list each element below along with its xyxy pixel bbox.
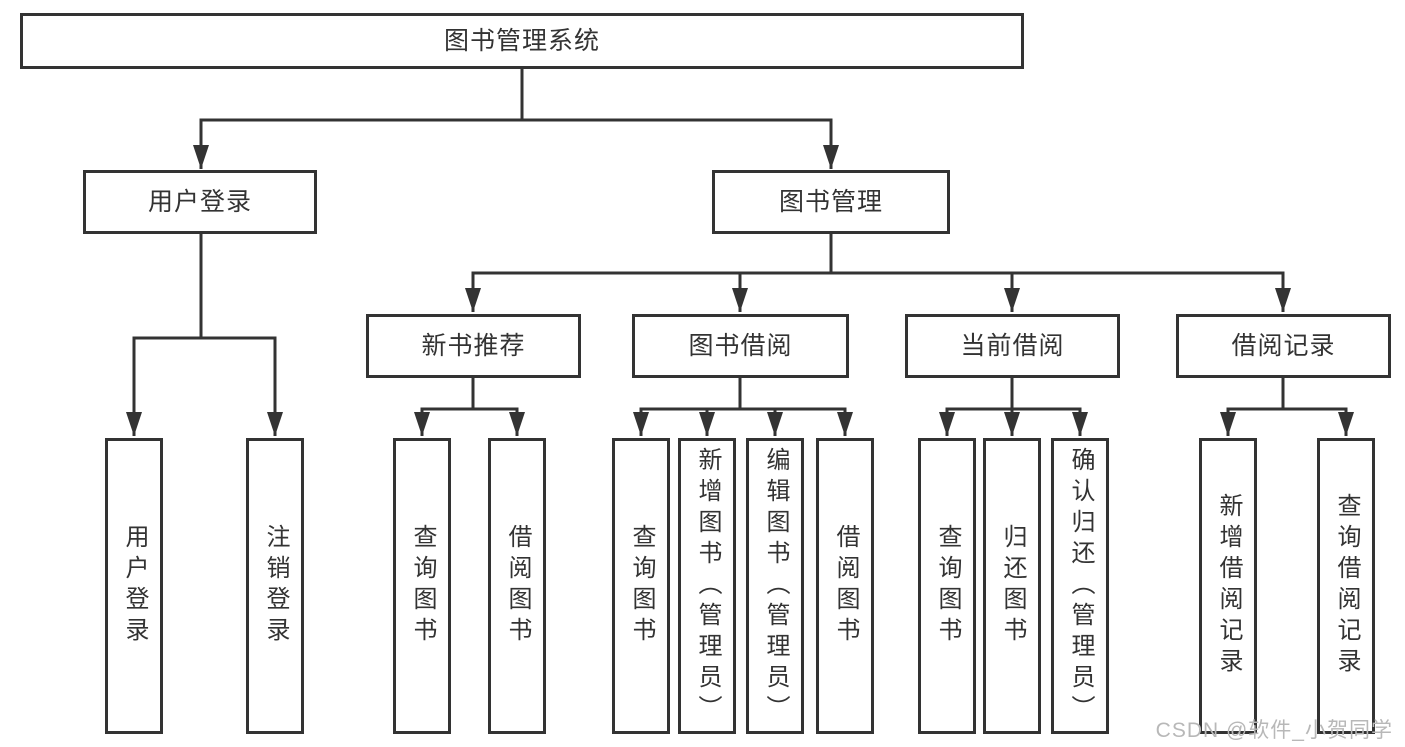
node-label: 确认归还（管理员）: [1067, 446, 1094, 726]
node-root: 图书管理系统: [20, 13, 1024, 69]
leaf-logout: 注销登录: [246, 438, 304, 734]
watermark-text: CSDN @软件_小贺同学: [1155, 719, 1393, 742]
node-current-borrowing: 当前借阅: [905, 314, 1120, 378]
node-new-book-recommend: 新书推荐: [366, 314, 581, 378]
leaf-query-books-recommend: 查询图书: [393, 438, 451, 734]
node-label: 图书管理: [778, 187, 883, 216]
node-book-management: 图书管理: [712, 170, 950, 234]
node-label: 借阅记录: [1231, 331, 1336, 360]
leaf-confirm-return-admin: 确认归还（管理员）: [1051, 438, 1109, 734]
node-label: 查询图书: [934, 524, 961, 648]
node-label: 新增借阅记录: [1215, 493, 1242, 679]
leaf-query-books-current: 查询图书: [918, 438, 976, 734]
node-label: 借阅图书: [504, 524, 531, 648]
node-label: 当前借阅: [960, 331, 1065, 360]
node-label: 新增图书（管理员）: [694, 446, 721, 726]
leaf-return-book: 归还图书: [983, 438, 1041, 734]
node-label: 编辑图书（管理员）: [762, 446, 789, 726]
node-book-borrowing: 图书借阅: [632, 314, 849, 378]
leaf-borrow-books-borrowing: 借阅图书: [816, 438, 874, 734]
leaf-query-borrow-record: 查询借阅记录: [1317, 438, 1375, 734]
node-label: 图书借阅: [688, 331, 793, 360]
node-label: 查询借阅记录: [1333, 493, 1360, 679]
node-label: 归还图书: [999, 524, 1026, 648]
node-label: 用户登录: [121, 524, 148, 648]
node-user-login: 用户登录: [83, 170, 317, 234]
leaf-borrow-books-recommend: 借阅图书: [488, 438, 546, 734]
node-label: 借阅图书: [832, 524, 859, 648]
node-label: 新书推荐: [421, 331, 526, 360]
leaf-query-books-borrowing: 查询图书: [612, 438, 670, 734]
node-label: 注销登录: [262, 524, 289, 648]
leaf-edit-book-admin: 编辑图书（管理员）: [746, 438, 804, 734]
node-label: 图书管理系统: [443, 26, 600, 55]
node-label: 查询图书: [409, 524, 436, 648]
leaf-add-borrow-record: 新增借阅记录: [1199, 438, 1257, 734]
leaf-add-book-admin: 新增图书（管理员）: [678, 438, 736, 734]
node-label: 查询图书: [628, 524, 655, 648]
node-borrowing-records: 借阅记录: [1176, 314, 1391, 378]
leaf-user-login: 用户登录: [105, 438, 163, 734]
node-label: 用户登录: [147, 187, 252, 216]
